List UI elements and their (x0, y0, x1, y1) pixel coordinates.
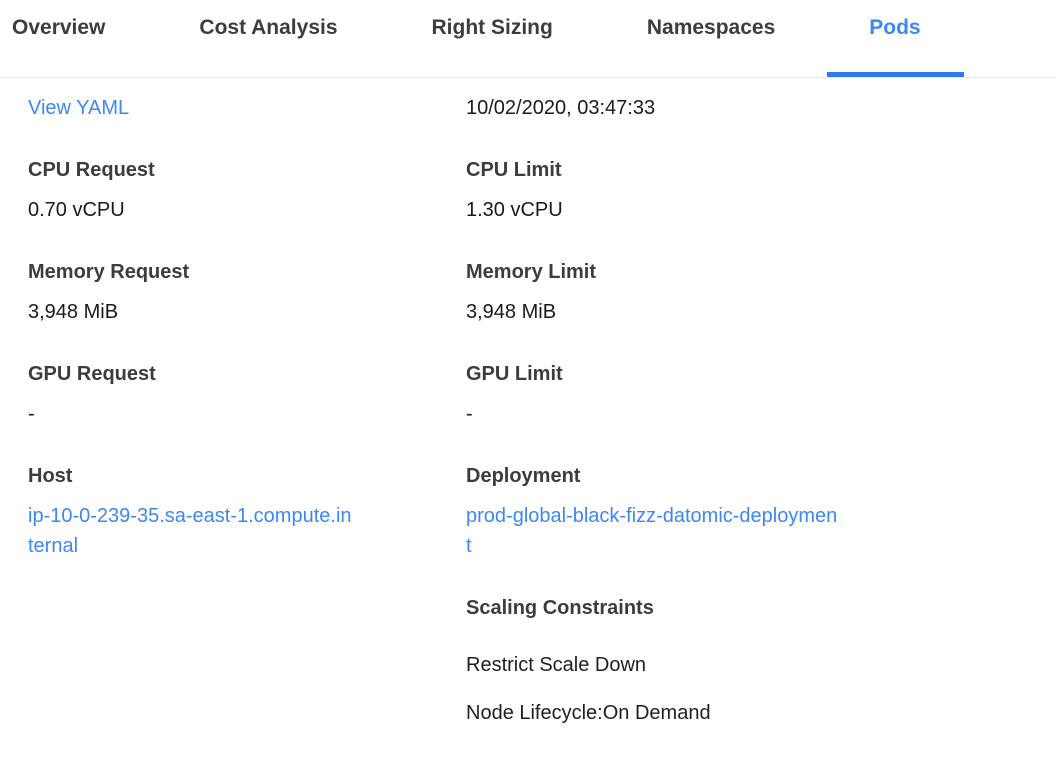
field-memory-request: Memory Request 3,948 MiB (28, 257, 466, 327)
scaling-constraints-heading: Scaling Constraints (466, 597, 654, 619)
gpu-request-label: GPU Request (28, 363, 156, 385)
memory-request-label: Memory Request (28, 261, 190, 283)
gpu-limit-label: GPU Limit (466, 363, 563, 385)
tab-right-sizing[interactable]: Right Sizing (431, 16, 553, 39)
memory-limit-value: 3,948 MiB (466, 301, 557, 323)
deployment-link[interactable]: prod-global-black-fizz-datomic-deploymen… (466, 505, 838, 557)
scaling-constraint-node-lifecycle: Node Lifecycle:On Demand (466, 702, 711, 724)
field-deployment: Deployment prod-global-black-fizz-datomi… (466, 461, 1036, 561)
field-host: Host ip-10-0-239-35.sa-east-1.compute.in… (28, 461, 466, 561)
cpu-limit-label: CPU Limit (466, 159, 562, 181)
tab-overview[interactable]: Overview (12, 16, 106, 39)
field-cpu-limit: CPU Limit 1.30 vCPU (466, 155, 1036, 225)
memory-limit-label: Memory Limit (466, 261, 597, 283)
field-gpu-limit: GPU Limit - (466, 359, 1036, 429)
deployment-label: Deployment (466, 465, 581, 487)
field-gpu-request: GPU Request - (28, 359, 466, 429)
cpu-limit-value: 1.30 vCPU (466, 199, 563, 221)
last-updated-timestamp: 10/02/2020, 03:47:33 (466, 97, 656, 119)
scaling-constraint-restrict-scale-down: Restrict Scale Down (466, 654, 647, 676)
gpu-limit-value: - (466, 403, 473, 425)
pod-details-panel: View YAML CPU Request 0.70 vCPU Memory R… (0, 78, 1056, 728)
view-yaml-link[interactable]: View YAML (28, 97, 130, 119)
host-link[interactable]: ip-10-0-239-35.sa-east-1.compute.interna… (28, 505, 352, 557)
tab-cost-analysis[interactable]: Cost Analysis (199, 16, 338, 39)
field-memory-limit: Memory Limit 3,948 MiB (466, 257, 1036, 327)
host-label: Host (28, 465, 73, 487)
cpu-request-label: CPU Request (28, 159, 155, 181)
gpu-request-value: - (28, 403, 35, 425)
tab-namespaces[interactable]: Namespaces (646, 16, 776, 39)
field-cpu-request: CPU Request 0.70 vCPU (28, 155, 466, 225)
details-right-column: 10/02/2020, 03:47:33 CPU Limit 1.30 vCPU… (466, 93, 1036, 728)
memory-request-value: 3,948 MiB (28, 301, 119, 323)
details-left-column: View YAML CPU Request 0.70 vCPU Memory R… (28, 93, 466, 728)
cpu-request-value: 0.70 vCPU (28, 199, 125, 221)
tab-pods[interactable]: Pods (826, 0, 965, 77)
tab-bar: Overview Cost Analysis Right Sizing Name… (0, 0, 1056, 78)
